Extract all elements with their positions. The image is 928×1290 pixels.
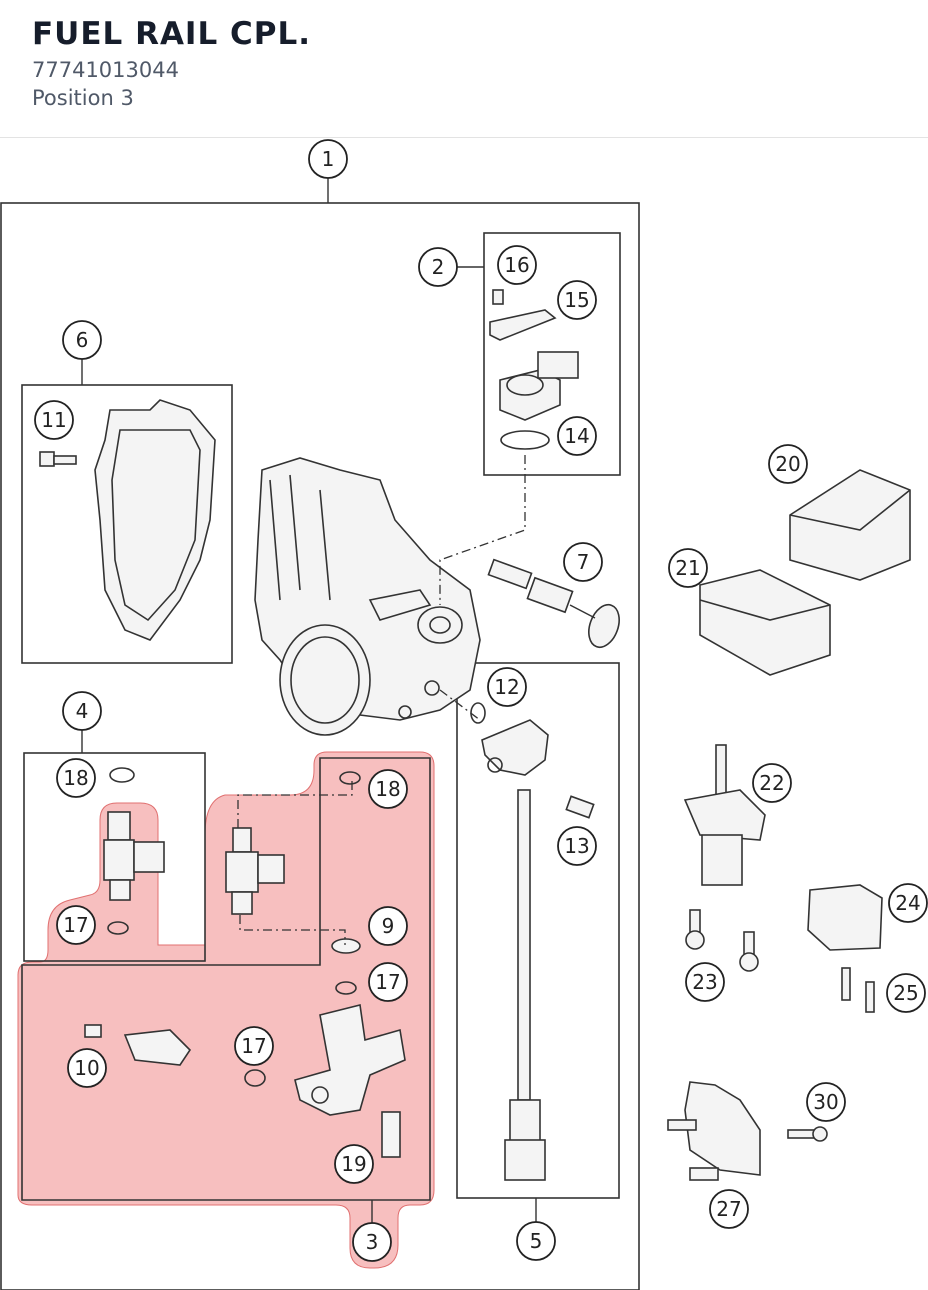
idle-valve-icon (487, 558, 620, 649)
svg-text:24: 24 (895, 891, 920, 915)
svg-text:17: 17 (63, 913, 88, 937)
injector-small-icon (103, 767, 165, 935)
callout-9[interactable]: 9 (368, 906, 408, 946)
svg-text:14: 14 (564, 424, 589, 448)
svg-text:7: 7 (577, 550, 590, 574)
assembly-box-5 (456, 662, 620, 1199)
callout-15[interactable]: 15 (557, 280, 597, 320)
svg-text:13: 13 (564, 834, 589, 858)
callout-12[interactable]: 12 (487, 667, 527, 707)
throttle-cover-icon (39, 399, 216, 641)
svg-text:6: 6 (76, 328, 89, 352)
group-3-highlight[interactable] (17, 751, 435, 1269)
svg-text:17: 17 (241, 1034, 266, 1058)
callout-4[interactable]: 4 (62, 691, 102, 731)
svg-text:16: 16 (504, 253, 529, 277)
callout-3[interactable]: 3 (352, 1222, 392, 1262)
callout-5[interactable]: 5 (516, 1221, 556, 1261)
svg-text:10: 10 (74, 1056, 99, 1080)
callout-21[interactable]: 21 (668, 548, 708, 588)
svg-text:27: 27 (716, 1197, 741, 1221)
sensor-cable-icon (470, 702, 595, 1181)
assembly-box-6 (21, 384, 233, 664)
callout-10[interactable]: 10 (67, 1048, 107, 1088)
assembly-box-4 (23, 752, 206, 962)
svg-text:18: 18 (375, 777, 400, 801)
throttle-body-icon (254, 457, 481, 736)
callout-18[interactable]: 18 (368, 769, 408, 809)
callout-25[interactable]: 25 (886, 973, 926, 1013)
svg-text:9: 9 (382, 914, 395, 938)
callout-14[interactable]: 14 (557, 416, 597, 456)
svg-text:17: 17 (375, 970, 400, 994)
svg-text:23: 23 (692, 970, 717, 994)
callout-24[interactable]: 24 (888, 883, 928, 923)
callout-19[interactable]: 19 (334, 1144, 374, 1184)
callout-30[interactable]: 30 (806, 1082, 846, 1122)
svg-text:3: 3 (366, 1230, 379, 1254)
svg-text:19: 19 (341, 1152, 366, 1176)
callout-7[interactable]: 7 (563, 542, 603, 582)
svg-text:20: 20 (775, 452, 800, 476)
callout-17[interactable]: 17 (368, 962, 408, 1002)
svg-text:25: 25 (893, 981, 918, 1005)
callout-20[interactable]: 20 (768, 444, 808, 484)
callout-23[interactable]: 23 (685, 962, 725, 1002)
actuator-icon (667, 1081, 828, 1181)
assembly-box-2 (483, 232, 621, 476)
assembly-box-3 (21, 757, 431, 1201)
callout-18[interactable]: 18 (56, 758, 96, 798)
svg-text:30: 30 (813, 1090, 838, 1114)
callout-16[interactable]: 16 (497, 245, 537, 285)
part-number: 77741013044 (32, 58, 179, 82)
svg-text:22: 22 (759, 771, 784, 795)
svg-text:4: 4 (76, 699, 89, 723)
svg-text:15: 15 (564, 288, 589, 312)
position-label: Position 3 (32, 86, 134, 110)
assembly-box-1 (0, 202, 640, 1290)
pressure-sensor-icon (683, 744, 766, 972)
callout-6[interactable]: 6 (62, 320, 102, 360)
page-title: FUEL RAIL CPL. (32, 16, 312, 52)
callout-17[interactable]: 17 (234, 1026, 274, 1066)
exploded-diagram: 1 2 3 4 5 6 7 9 10 11 12 13 14 15 16 17 … (0, 139, 928, 1290)
svg-text:2: 2 (432, 255, 445, 279)
callout-11[interactable]: 11 (34, 400, 74, 440)
callout-13[interactable]: 13 (557, 826, 597, 866)
callout-22[interactable]: 22 (752, 763, 792, 803)
svg-text:1: 1 (322, 147, 335, 171)
relay-icon (807, 884, 883, 1013)
callout-1[interactable]: 1 (308, 139, 348, 179)
callout-2[interactable]: 2 (418, 247, 458, 287)
svg-text:18: 18 (63, 766, 88, 790)
header: FUEL RAIL CPL. 77741013044 Position 3 (0, 0, 928, 138)
svg-text:21: 21 (675, 556, 700, 580)
svg-text:5: 5 (530, 1229, 543, 1253)
throttle-position-sensor-icon (489, 289, 579, 450)
callout-17[interactable]: 17 (56, 905, 96, 945)
callout-27[interactable]: 27 (709, 1189, 749, 1229)
svg-text:12: 12 (494, 675, 519, 699)
svg-text:11: 11 (41, 408, 66, 432)
injector-main-icon (84, 771, 406, 1158)
ecu-icon (699, 469, 911, 676)
